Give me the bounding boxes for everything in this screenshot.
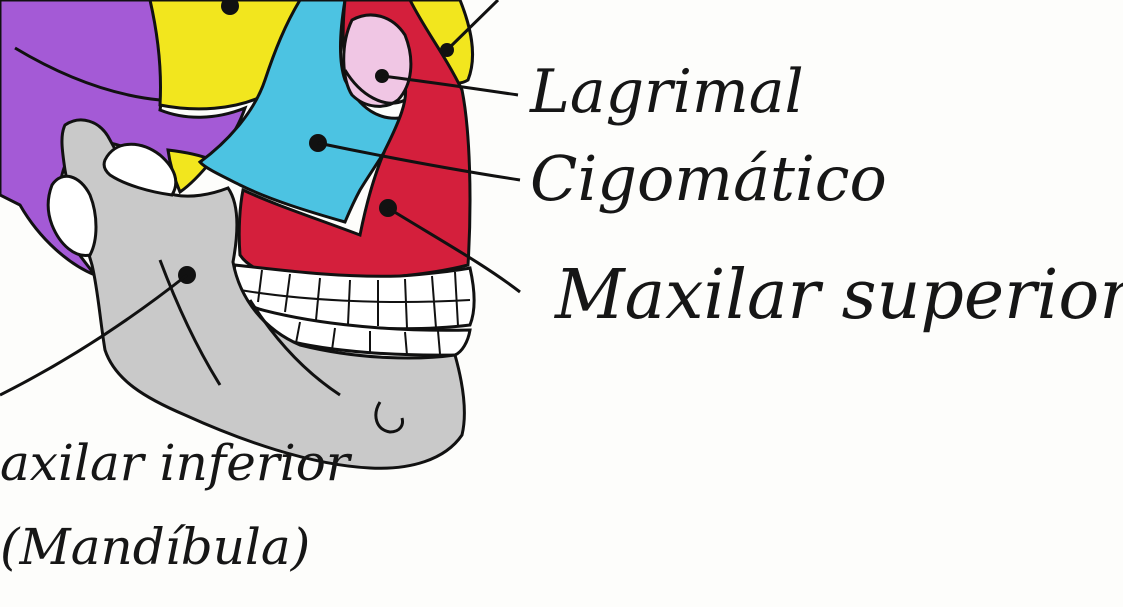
label-maxilar-inferior: axilar inferior [0, 438, 350, 488]
label-lagrimal: Lagrimal [530, 62, 804, 122]
label-cigomatico: Cigomático [530, 148, 887, 210]
lacrimal-bone-region [344, 15, 411, 106]
label-mandibula: (Mandíbula) [0, 522, 310, 572]
label-maxilar-superior: Maxilar superior [555, 262, 1123, 330]
